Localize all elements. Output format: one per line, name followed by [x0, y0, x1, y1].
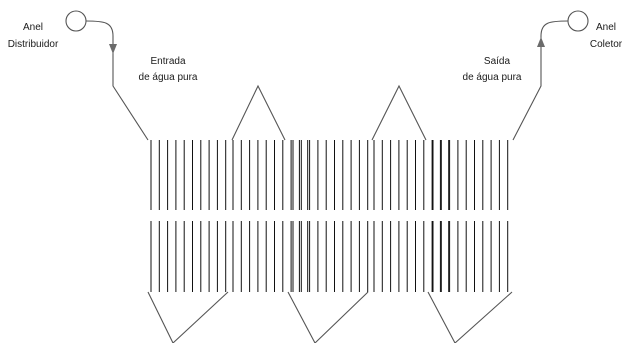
top-header-1: [231, 84, 286, 141]
outlet-label-line2: de água pura: [463, 72, 522, 83]
collector-ring-icon: [567, 10, 589, 32]
distributor-ring-label-line1: Anel: [23, 22, 43, 33]
distributor-ring-icon: [65, 10, 87, 32]
outlet-label-line1: Saída: [484, 56, 511, 67]
inlet-label-line2: de água pura: [139, 72, 198, 83]
collector-ring-label-line2: Coletor: [590, 39, 623, 50]
outlet-arrow-icon: [537, 37, 545, 47]
inlet-label-line1: Entrada: [150, 56, 185, 67]
tube-panel: [150, 140, 509, 292]
top-header-2: [371, 84, 427, 141]
distributor-ring-label-line2: Distribuidor: [8, 39, 59, 50]
bottom-header-2: [172, 291, 229, 343]
collector-ring-label-line1: Anel: [596, 22, 616, 33]
outlet-pipe: [512, 20, 569, 141]
inlet-pipe: [85, 20, 149, 141]
bottom-header-3: [287, 291, 369, 343]
bottom-header-4: [427, 291, 513, 343]
bottom-header-1: [147, 291, 174, 343]
inlet-arrow-icon: [109, 44, 117, 54]
